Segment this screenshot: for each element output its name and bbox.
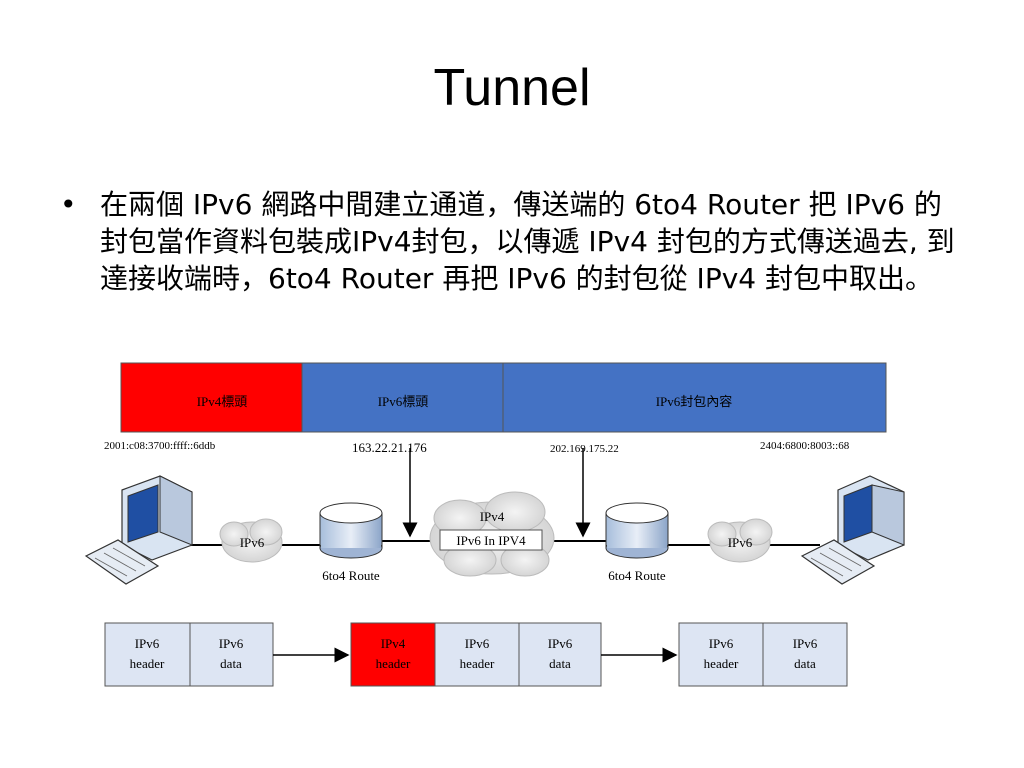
left-host-address: 2001:c08:3700:ffff::6ddb xyxy=(104,440,216,452)
packet-cell-label: data xyxy=(549,656,571,671)
bullet-point: • 在兩個 IPv6 網路中間建立通道，傳送端的 6to4 Router 把 I… xyxy=(60,186,960,297)
slide-title: Tunnel xyxy=(433,59,591,117)
packet-cell-label: IPv6 xyxy=(548,636,573,651)
left-computer-icon xyxy=(84,475,193,585)
tunnel-label-box xyxy=(439,529,543,551)
packet-cell-label: IPv6 xyxy=(219,636,244,651)
ipv4-cloud-icon xyxy=(429,491,555,577)
packet-cell-label: data xyxy=(794,656,816,671)
packet-left: IPv6 header IPv6 data xyxy=(104,622,274,687)
right-host-address: 2404:6800:8003::68 xyxy=(760,440,850,452)
left-router-address: 163.22.21.176 xyxy=(352,440,427,455)
left-cloud-label: IPv6 xyxy=(240,535,265,550)
ipv6-header-label: IPv6標頭 xyxy=(378,394,429,409)
bullet-marker: • xyxy=(60,188,77,221)
left-router-icon xyxy=(319,502,383,559)
ipv6-payload-segment xyxy=(502,362,887,433)
packet-cell-label: header xyxy=(130,656,165,671)
packet-header-bar: IPv4標頭 IPv6標頭 IPv6封包內容 xyxy=(120,362,887,433)
packet-cell-label: IPv6 xyxy=(709,636,734,651)
right-cloud-label: IPv6 xyxy=(728,535,753,550)
right-router-icon xyxy=(605,502,669,559)
packet-cell-label: data xyxy=(220,656,242,671)
ipv6-header-segment xyxy=(301,362,504,433)
packet-middle: IPv4 header IPv6 header IPv6 data xyxy=(350,622,602,687)
packet-cell-label: IPv6 xyxy=(465,636,490,651)
right-ipv6-cloud-icon xyxy=(707,518,773,563)
ipv4-cloud-label: IPv4 xyxy=(480,509,505,524)
left-router-label: 6to4 Route xyxy=(322,568,380,583)
packet-cell-label: header xyxy=(704,656,739,671)
right-computer-icon xyxy=(800,475,905,585)
ipv6-payload-label: IPv6封包內容 xyxy=(656,394,733,409)
packet-cell-label: IPv6 xyxy=(793,636,818,651)
packet-cell-label: IPv4 xyxy=(381,636,406,651)
left-ipv6-cloud-icon xyxy=(219,518,283,563)
bullet-text: 在兩個 IPv6 網路中間建立通道，傳送端的 6to4 Router 把 IPv… xyxy=(100,188,955,295)
right-router-address: 202.169.175.22 xyxy=(550,443,619,455)
tunnel-label: IPv6 In IPV4 xyxy=(456,533,526,548)
packet-cell-label: IPv6 xyxy=(135,636,160,651)
ipv4-header-segment xyxy=(120,362,303,433)
packet-right: IPv6 header IPv6 data xyxy=(678,622,848,687)
right-router-label: 6to4 Route xyxy=(608,568,666,583)
ipv4-header-label: IPv4標頭 xyxy=(197,394,248,409)
packet-cell-label: header xyxy=(376,656,411,671)
packet-cell-label: header xyxy=(460,656,495,671)
